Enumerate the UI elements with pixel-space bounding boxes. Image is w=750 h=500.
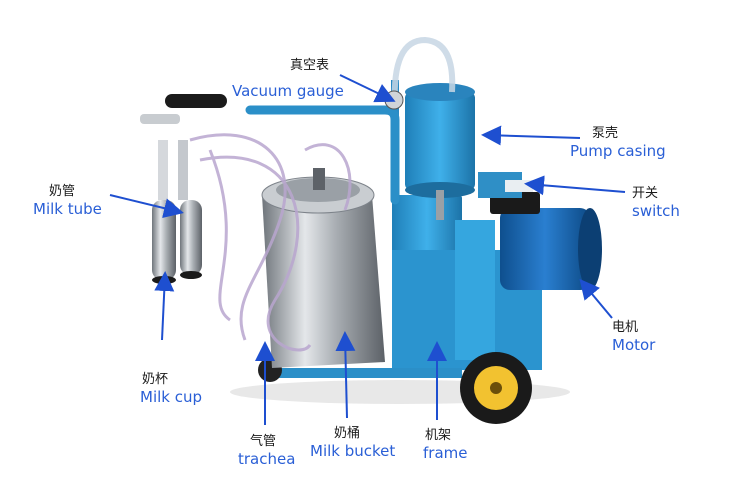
label-vacuum-gauge-en-wrap: Vacuum gauge xyxy=(232,82,344,101)
arrow-milk-tube xyxy=(109,194,184,218)
label-milk-cup-en: Milk cup xyxy=(140,388,203,407)
arrow-switch xyxy=(524,175,626,196)
label-vacuum-gauge-en: Vacuum gauge xyxy=(232,82,344,100)
milk-cups-shape xyxy=(152,140,202,284)
label-milk-cup-zh: 奶杯 xyxy=(142,372,169,387)
label-pump-casing: 泵壳 Pump casing xyxy=(570,126,666,161)
label-milk-tube-en: Milk tube xyxy=(33,200,102,219)
label-switch: 开关 switch xyxy=(632,186,680,221)
label-pump-casing-zh: 泵壳 xyxy=(592,126,619,141)
label-frame-zh: 机架 xyxy=(425,428,452,443)
label-milk-cup: 奶杯 Milk cup xyxy=(140,372,202,407)
label-switch-en: switch xyxy=(632,202,680,221)
label-milk-bucket-zh: 奶桶 xyxy=(334,426,361,441)
label-milk-bucket: 奶桶 Milk bucket xyxy=(310,426,395,461)
label-frame-en: frame xyxy=(423,444,468,463)
label-vacuum-gauge-zh: 真空表 xyxy=(290,58,330,73)
label-motor-zh: 电机 xyxy=(612,320,639,335)
label-motor: 电机 Motor xyxy=(612,320,655,355)
wheel-front xyxy=(460,352,532,424)
arrow-vacuum-gauge xyxy=(339,74,396,103)
label-motor-en: Motor xyxy=(612,336,656,355)
label-trachea-en: trachea xyxy=(238,450,296,469)
arrow-pump-casing xyxy=(481,125,581,146)
label-trachea-zh: 气管 xyxy=(250,434,277,449)
label-switch-zh: 开关 xyxy=(632,186,659,201)
label-milk-tube-zh: 奶管 xyxy=(49,184,76,199)
pump-casing-shape xyxy=(405,83,475,220)
arrow-motor xyxy=(579,278,613,319)
arrow-milk-bucket xyxy=(335,331,356,419)
label-frame: 机架 frame xyxy=(423,428,467,463)
trachea-tubes-shape xyxy=(189,133,352,352)
label-milk-bucket-en: Milk bucket xyxy=(310,442,396,461)
label-milk-tube: 奶管 Milk tube xyxy=(33,184,102,219)
arrow-milk-cup xyxy=(154,271,175,341)
milk-bucket-shape xyxy=(261,168,385,368)
motor-shape xyxy=(478,172,602,290)
label-trachea: 气管 trachea xyxy=(238,434,295,469)
label-pump-casing-en: Pump casing xyxy=(570,142,666,161)
label-vacuum-gauge: 真空表 xyxy=(290,58,329,74)
pointer-arrows xyxy=(109,74,626,425)
